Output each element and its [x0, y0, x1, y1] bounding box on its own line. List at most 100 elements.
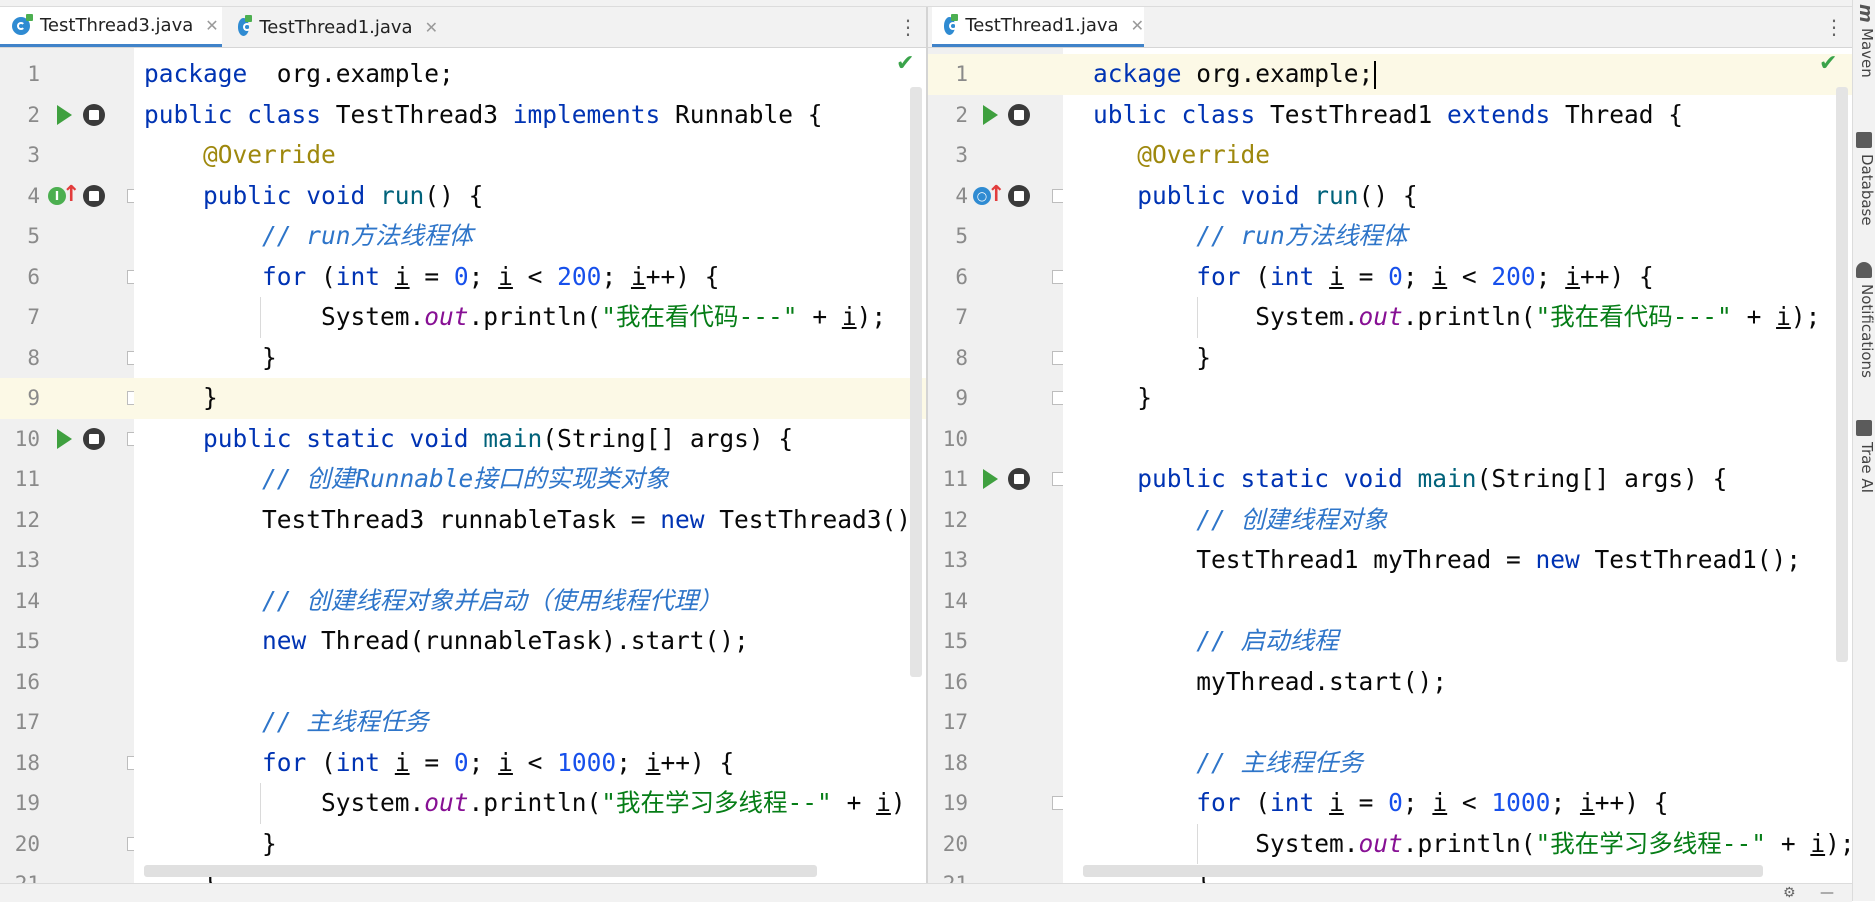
line-number[interactable]: 17: [14, 710, 40, 734]
line-number[interactable]: 20: [942, 831, 968, 856]
code-line[interactable]: }: [144, 378, 218, 419]
pane-divider[interactable]: [926, 7, 928, 883]
line-number[interactable]: 3: [955, 143, 968, 167]
code-line[interactable]: public static void main(String[] args) {: [1093, 459, 1727, 500]
line-number[interactable]: 7: [955, 305, 968, 329]
code-line[interactable]: }: [1093, 338, 1211, 379]
line-number[interactable]: 2: [955, 102, 968, 127]
line-number[interactable]: 4: [955, 183, 968, 208]
line-number[interactable]: 10: [14, 426, 40, 451]
debug-icon[interactable]: [83, 103, 105, 126]
code-line[interactable]: TestThread3 runnableTask = new TestThrea…: [144, 500, 911, 541]
line-number[interactable]: 21: [0, 864, 40, 883]
code-line[interactable]: // 启动线程: [1093, 621, 1338, 662]
debug-icon[interactable]: [1008, 103, 1030, 126]
code-line[interactable]: // 创建线程对象并启动（使用线程代理）: [144, 581, 723, 622]
line-number[interactable]: 16: [14, 669, 40, 694]
code-line[interactable]: // 主线程任务: [1093, 743, 1363, 784]
line-number[interactable]: 9: [955, 386, 968, 410]
line-number[interactable]: 10: [942, 426, 968, 451]
line-number[interactable]: 15: [942, 629, 968, 653]
line-number[interactable]: 11: [14, 467, 40, 491]
line-number[interactable]: 6: [27, 264, 40, 289]
code-line[interactable]: package org.example;: [144, 54, 454, 95]
line-number[interactable]: 8: [27, 345, 40, 370]
trae-ai-tool-button[interactable]: Trae AI: [1858, 442, 1875, 493]
debug-icon[interactable]: [1008, 184, 1030, 207]
code-line[interactable]: new Thread(runnableTask).start();: [144, 621, 749, 662]
code-line[interactable]: // 创建线程对象: [1093, 500, 1387, 541]
code-line[interactable]: public void run() {: [1093, 176, 1417, 217]
code-line[interactable]: for (int i = 0; i < 200; i++) {: [1093, 257, 1653, 298]
line-number[interactable]: 5: [955, 224, 968, 248]
maven-tool-button[interactable]: Maven: [1858, 28, 1875, 78]
line-number[interactable]: 14: [14, 588, 40, 613]
close-icon[interactable]: ✕: [205, 16, 219, 35]
implements-method-icon[interactable]: I: [48, 186, 66, 205]
line-number[interactable]: 1: [955, 62, 968, 86]
code-line[interactable]: public class TestThread3 implements Runn…: [144, 95, 823, 136]
code-line[interactable]: }: [1093, 378, 1152, 419]
line-number[interactable]: 5: [27, 224, 40, 248]
overrides-arrow-icon[interactable]: ↑: [62, 181, 81, 207]
code-line[interactable]: public static void main(String[] args) {: [144, 419, 793, 460]
code-line[interactable]: // run方法线程体: [1093, 216, 1407, 257]
more-options-icon[interactable]: ⋮: [898, 15, 918, 39]
debug-icon[interactable]: [1008, 468, 1030, 490]
line-number[interactable]: 4: [27, 183, 40, 208]
line-number[interactable]: 14: [942, 588, 968, 613]
line-number[interactable]: 11: [942, 467, 968, 491]
close-icon[interactable]: ✕: [1130, 16, 1144, 35]
horizontal-scrollbar[interactable]: [144, 865, 817, 877]
code-line[interactable]: // 主线程任务: [144, 702, 429, 743]
line-number[interactable]: 1: [27, 62, 40, 86]
code-line[interactable]: }: [144, 338, 277, 379]
code-line[interactable]: System.out.println("我在学习多线程--" + i): [144, 783, 906, 824]
code-line[interactable]: // run方法线程体: [144, 216, 473, 257]
run-icon[interactable]: [57, 104, 72, 125]
run-icon[interactable]: [983, 104, 998, 125]
line-number[interactable]: 19: [942, 791, 968, 815]
line-number[interactable]: 13: [942, 548, 968, 572]
line-number[interactable]: 13: [14, 548, 40, 572]
line-number[interactable]: 3: [27, 143, 40, 167]
code-line[interactable]: myThread.start();: [1093, 662, 1447, 703]
line-number[interactable]: 6: [955, 264, 968, 289]
line-number[interactable]: 9: [27, 386, 40, 410]
line-number[interactable]: 2: [27, 102, 40, 127]
line-number[interactable]: 17: [942, 710, 968, 734]
code-line[interactable]: }: [144, 824, 277, 865]
code-editor-right[interactable]: ackage org.example;ublic class TestThrea…: [1063, 48, 1852, 883]
debug-icon[interactable]: [83, 184, 105, 207]
minimize-icon[interactable]: —: [1820, 885, 1834, 901]
code-line[interactable]: for (int i = 0; i < 1000; i++) {: [1093, 783, 1668, 824]
code-line[interactable]: @Override: [144, 135, 336, 176]
code-line[interactable]: ublic class TestThread1 extends Thread {: [1093, 95, 1683, 136]
overrides-arrow-icon[interactable]: ↑: [987, 181, 1006, 207]
run-icon[interactable]: [57, 428, 72, 449]
implements-method-icon[interactable]: ○: [973, 186, 991, 205]
run-icon[interactable]: [983, 469, 998, 489]
line-number[interactable]: 18: [14, 750, 40, 775]
code-line[interactable]: @Override: [1093, 135, 1270, 176]
code-line[interactable]: for (int i = 0; i < 200; i++) {: [144, 257, 719, 298]
code-line[interactable]: ackage org.example;: [1093, 54, 1377, 95]
line-number[interactable]: 12: [14, 507, 40, 532]
code-line[interactable]: System.out.println("我在看代码---" + i);: [144, 297, 886, 338]
line-number[interactable]: 7: [27, 305, 40, 329]
code-line[interactable]: public void run() {: [144, 176, 483, 217]
tab-testthread3[interactable]: TestThread3.java ✕: [0, 7, 222, 47]
code-line[interactable]: System.out.println("我在学习多线程--" + i);: [1093, 824, 1852, 865]
line-number[interactable]: 18: [942, 750, 968, 775]
horizontal-scrollbar[interactable]: [1083, 865, 1763, 877]
line-number[interactable]: 21: [928, 864, 968, 883]
code-line[interactable]: for (int i = 0; i < 1000; i++) {: [144, 743, 734, 784]
vertical-scrollbar[interactable]: [910, 87, 922, 677]
close-icon[interactable]: ✕: [424, 17, 438, 37]
code-line[interactable]: System.out.println("我在看代码---" + i);: [1093, 297, 1820, 338]
line-number[interactable]: 20: [14, 831, 40, 856]
code-editor-left[interactable]: package org.example;public class TestThr…: [134, 48, 926, 883]
notifications-tool-button[interactable]: Notifications: [1858, 284, 1875, 378]
line-number[interactable]: 12: [942, 507, 968, 532]
line-number[interactable]: 15: [14, 629, 40, 653]
